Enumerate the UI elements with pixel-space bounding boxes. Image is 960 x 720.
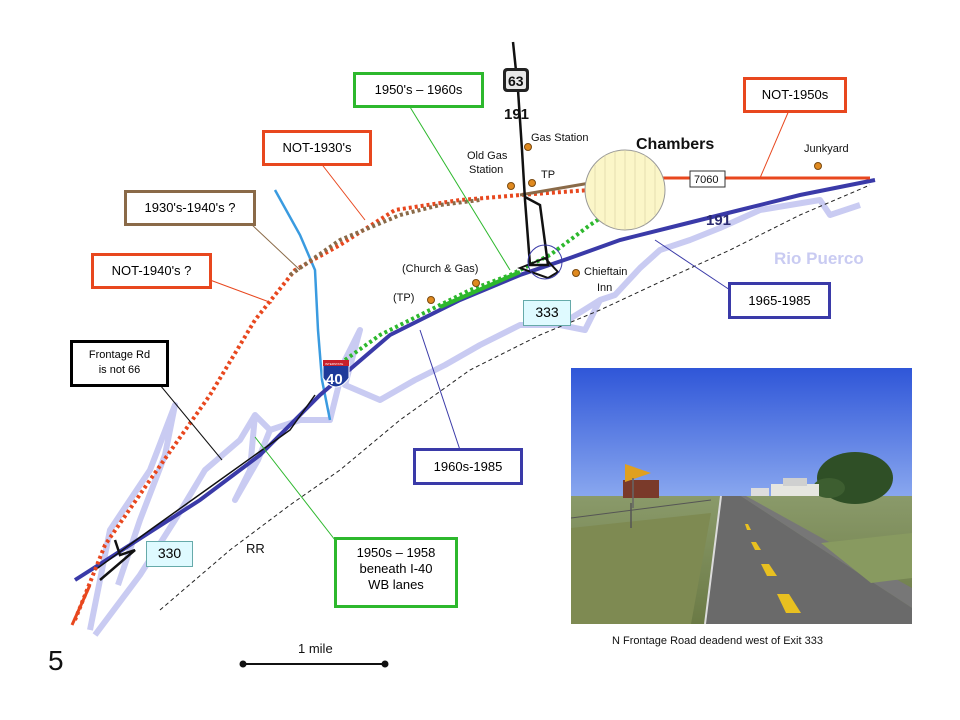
label-tp-south: (TP) [393, 292, 414, 304]
callout-frontage-line2: is not 66 [98, 364, 141, 376]
frontage-road [94, 394, 316, 571]
poi-tp-south [427, 296, 435, 304]
poi-junkyard [814, 162, 822, 170]
poi-gas-station [524, 143, 532, 151]
callout-not-1950s: NOT-1950s [743, 77, 847, 113]
shield-i40-top-text: INTERSTATE [325, 362, 343, 366]
poi-chieftain-inn [572, 269, 580, 277]
road-7060-box [689, 170, 726, 188]
railroad-line [159, 184, 871, 611]
scale-bar [239, 660, 389, 668]
callout-1950s-1958-line1: 1950s – 1958 [356, 545, 436, 560]
rio-puerco-river [87, 197, 861, 637]
label-old-gas-line1: Old Gas [467, 150, 508, 162]
label-gas-station: Gas Station [531, 132, 588, 144]
label-chieftain-line2: Inn [597, 282, 612, 294]
exit-330-label: 330 [146, 541, 193, 567]
shield-i40-text: 40 [326, 371, 343, 388]
callout-1950s-1958-line2: beneath I-40 [359, 561, 433, 576]
frontage-road-photo [571, 368, 912, 624]
page-number: 5 [48, 645, 64, 676]
callout-1950s-1958-line3: WB lanes [368, 577, 424, 592]
scale-label: 1 mile [298, 641, 333, 656]
callout-1950s-1958: 1950s – 1958 beneath I-40 WB lanes [334, 537, 458, 608]
route-green-solid [439, 270, 521, 309]
creek-line [273, 189, 332, 421]
label-chieftain-line1: Chieftain [584, 266, 627, 278]
callout-not-1930s: NOT-1930's [262, 130, 372, 166]
route-red-dotted [73, 176, 651, 621]
poi-church-gas [472, 279, 480, 287]
i40-highway [73, 178, 876, 582]
callout-1965-1985: 1965-1985 [728, 282, 831, 319]
label-rio-puerco: Rio Puerco [774, 249, 864, 268]
us191-ramp [517, 256, 560, 280]
route-63-shield: 63 [503, 68, 529, 92]
label-route-191-hwy: 191 [706, 212, 731, 229]
label-rr: RR [246, 541, 265, 556]
route-red-solid-tail [70, 584, 92, 626]
callout-frontage-line1: Frontage Rd [88, 349, 151, 361]
us191-road [511, 41, 550, 267]
callout-1950s-1960s: 1950's – 1960s [353, 72, 484, 108]
road-7060-text: 7060 [694, 174, 718, 186]
callout-frontage-rd: Frontage Rd is not 66 [70, 340, 169, 387]
poi-old-gas-station [507, 182, 515, 190]
chambers-area-hatch [594, 150, 656, 230]
poi-tp-north [528, 179, 536, 187]
i40-shield-icon: INTERSTATE 40 [322, 360, 350, 388]
photo-caption: N Frontage Road deadend west of Exit 333 [612, 635, 823, 647]
shield-63-text: 63 [508, 73, 524, 89]
callout-1930s-1940s: 1930's-1940's ? [124, 190, 256, 226]
exit-333-label: 333 [523, 300, 571, 326]
callout-1960s-1985: 1960s-1985 [413, 448, 523, 485]
frontage-road-end [99, 539, 136, 581]
label-chambers: Chambers [636, 136, 714, 153]
label-route-191-top: 191 [504, 106, 529, 123]
callout-not-1940s: NOT-1940's ? [91, 253, 212, 289]
label-tp-north: TP [541, 169, 555, 181]
label-old-gas-line2: Station [469, 164, 503, 176]
route-brown-dotted [288, 198, 481, 277]
label-junkyard: Junkyard [804, 143, 849, 155]
label-church-gas: (Church & Gas) [402, 263, 478, 275]
callout-leaders [159, 106, 791, 541]
interchange-circle [527, 244, 563, 280]
